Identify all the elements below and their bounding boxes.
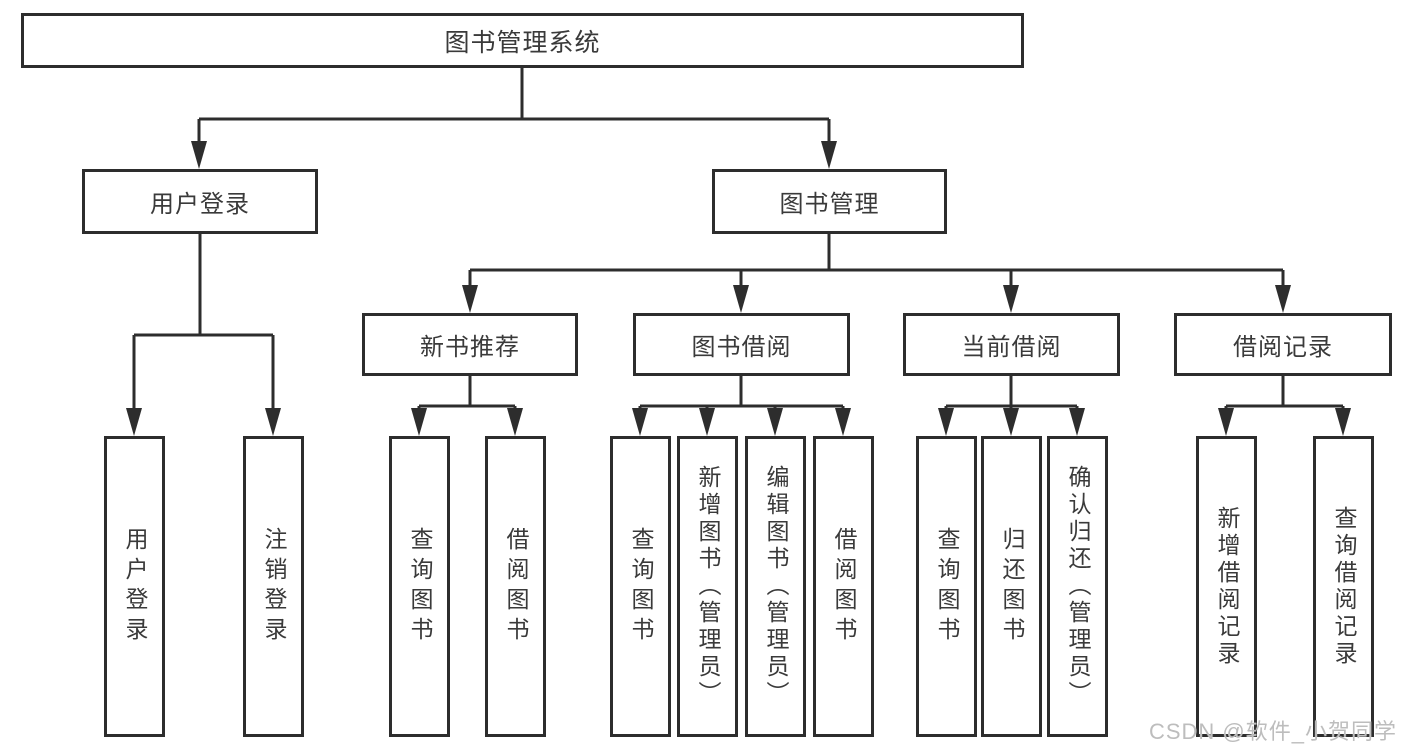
user-login-to-leaves-connectors <box>126 234 281 436</box>
leaf-query-books-current: 查询图书 <box>916 436 977 737</box>
leaf-query-books-recommend: 查询图书 <box>389 436 450 737</box>
leaf-user-login: 用户登录 <box>104 436 165 737</box>
node-book-management: 图书管理 <box>712 169 947 234</box>
node-book-borrowing: 图书借阅 <box>633 313 850 376</box>
leaf-query-borrow-record: 查询借阅记录 <box>1313 436 1374 737</box>
csdn-watermark: CSDN @软件_小贺同学 <box>1148 719 1397 744</box>
book-borrowing-section-connectors <box>632 376 851 436</box>
leaf-borrow-books: 借阅图书 <box>813 436 874 737</box>
leaf-add-books-admin: 新增图书（管理员） <box>677 436 738 737</box>
leaf-logout: 注销登录 <box>243 436 304 737</box>
borrowing-records-section-connectors <box>1218 376 1351 436</box>
node-borrowing-records: 借阅记录 <box>1174 313 1392 376</box>
node-current-borrowing: 当前借阅 <box>903 313 1120 376</box>
leaf-return-books: 归还图书 <box>981 436 1042 737</box>
book-management-to-sections-connectors <box>462 234 1291 313</box>
root-to-level2-connectors <box>191 68 837 169</box>
leaf-add-borrow-record: 新增借阅记录 <box>1196 436 1257 737</box>
new-book-section-connectors <box>411 376 523 436</box>
node-user-login: 用户登录 <box>82 169 318 234</box>
current-borrowing-section-connectors <box>938 376 1085 436</box>
node-library-management-system: 图书管理系统 <box>21 13 1024 68</box>
leaf-edit-books-admin: 编辑图书（管理员） <box>745 436 806 737</box>
node-new-book-recommendation: 新书推荐 <box>362 313 578 376</box>
leaf-query-books-borrowing: 查询图书 <box>610 436 671 737</box>
leaf-borrow-books-recommend: 借阅图书 <box>485 436 546 737</box>
leaf-confirm-return-admin: 确认归还（管理员） <box>1047 436 1108 737</box>
